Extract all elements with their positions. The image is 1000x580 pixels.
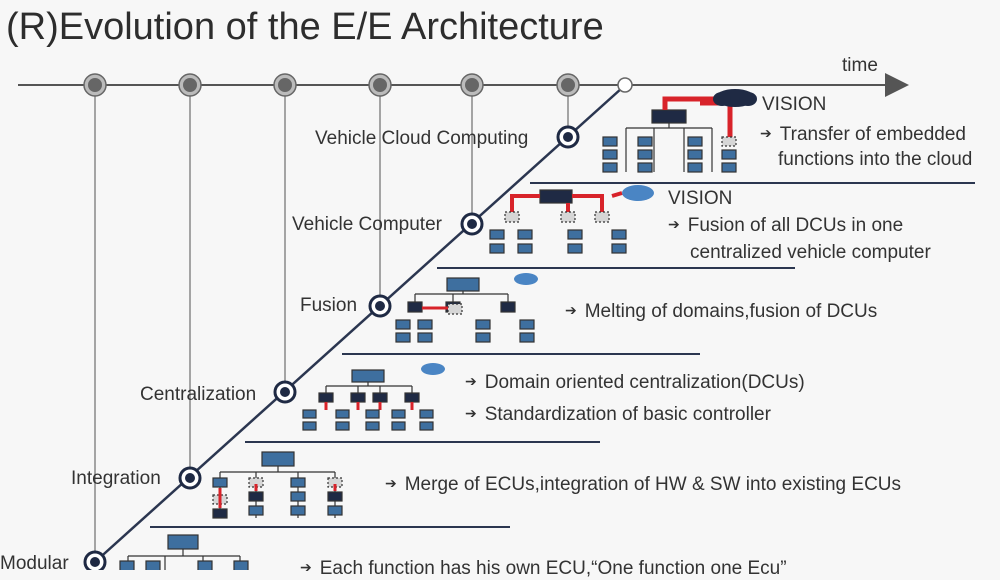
vehicle-computer-architecture-graphic (489, 185, 654, 254)
arrow-right-icon: ➔ (465, 405, 477, 421)
page-title: (R)Evolution of the E/E Architecture (6, 6, 604, 48)
timeline-marker (178, 73, 202, 97)
modular-architecture-graphic (119, 534, 249, 570)
stage-node-integration (178, 466, 202, 490)
stage-label-fusion: Fusion (300, 295, 358, 316)
stage-node-vehicle-computer (460, 212, 484, 236)
cloud-icon (713, 89, 757, 107)
stage-label-centralization: Centralization (140, 384, 257, 405)
step-separators (150, 182, 975, 528)
arrow-right-icon: ➔ (565, 302, 577, 318)
time-axis-label: time (842, 55, 878, 76)
vehicle-computer-vision-tag: VISION (668, 188, 733, 209)
fusion-architecture-graphic (395, 273, 538, 343)
stage-nodes (83, 125, 580, 570)
description-cloud-1: ➔Transfer of embedded (760, 124, 966, 145)
stage-node-centralization (273, 380, 297, 404)
arrow-right-icon: ➔ (465, 373, 477, 389)
stage-node-fusion (368, 294, 392, 318)
arrow-right-icon: ➔ (760, 125, 772, 141)
timeline-marker (556, 73, 580, 97)
timeline-marker (460, 73, 484, 97)
cloud-architecture-graphic (602, 89, 757, 173)
stage-node-modular (83, 550, 107, 570)
arrow-right-icon: ➔ (300, 559, 312, 575)
description-centralization-1: ➔Domain oriented centralization(DCUs) (465, 372, 805, 393)
stage-label-cloud: Vehicle Cloud Computing (315, 128, 529, 149)
description-vehicle-computer-2: centralized vehicle computer (690, 242, 931, 263)
timeline-marker-open (617, 77, 633, 93)
description-vehicle-computer-1: ➔Fusion of all DCUs in one (668, 215, 904, 236)
arrow-right-icon: ➔ (668, 216, 680, 232)
timeline-markers (83, 73, 633, 97)
description-modular: ➔Each function has his own ECU,“One func… (300, 558, 787, 579)
description-centralization-2: ➔Standardization of basic controller (465, 404, 771, 425)
timeline-marker (368, 73, 392, 97)
description-fusion: ➔Melting of domains,fusion of DCUs (565, 301, 878, 322)
stage-label-vehicle-computer: Vehicle Computer (292, 214, 442, 235)
arrow-right-icon: ➔ (385, 475, 397, 491)
description-integration: ➔Merge of ECUs,integration of HW & SW in… (385, 474, 902, 495)
centralization-architecture-graphic (302, 363, 445, 431)
timeline-marker (273, 73, 297, 97)
integration-architecture-graphic (212, 451, 343, 519)
stage-node-cloud (556, 125, 580, 149)
description-cloud-2: functions into the cloud (778, 149, 973, 170)
cloud-vision-tag: VISION (762, 94, 827, 115)
stage-label-modular: Modular (0, 553, 69, 574)
timeline-drop-lines (94, 85, 569, 562)
timeline-marker (83, 73, 107, 97)
stage-label-integration: Integration (71, 468, 161, 489)
